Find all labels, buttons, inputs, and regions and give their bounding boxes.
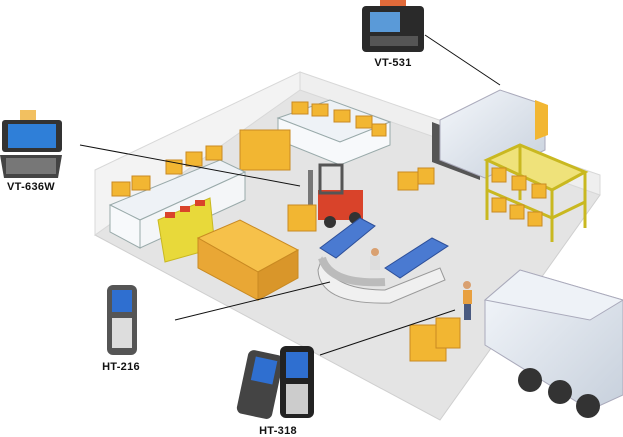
ht216-label: HT-216 [102, 361, 140, 373]
vt636w-label: VT-636W [7, 181, 55, 193]
pallet-rack-right [483, 143, 589, 242]
back-shelves [239, 99, 392, 171]
forklift [287, 163, 363, 232]
ht216-device [107, 285, 137, 355]
vt636w-device [0, 110, 62, 178]
ht318-device [236, 346, 314, 419]
ht318-label: HT-318 [259, 425, 297, 437]
loose-boxes [397, 167, 461, 362]
rack-boxes [491, 167, 547, 227]
leader-lines [79, 34, 501, 356]
box-stack [196, 219, 300, 301]
worker [463, 281, 472, 320]
vt531-device [362, 0, 424, 52]
vt531-label: VT-531 [374, 57, 412, 69]
truck-bottom [483, 269, 623, 418]
conveyor [317, 217, 449, 304]
